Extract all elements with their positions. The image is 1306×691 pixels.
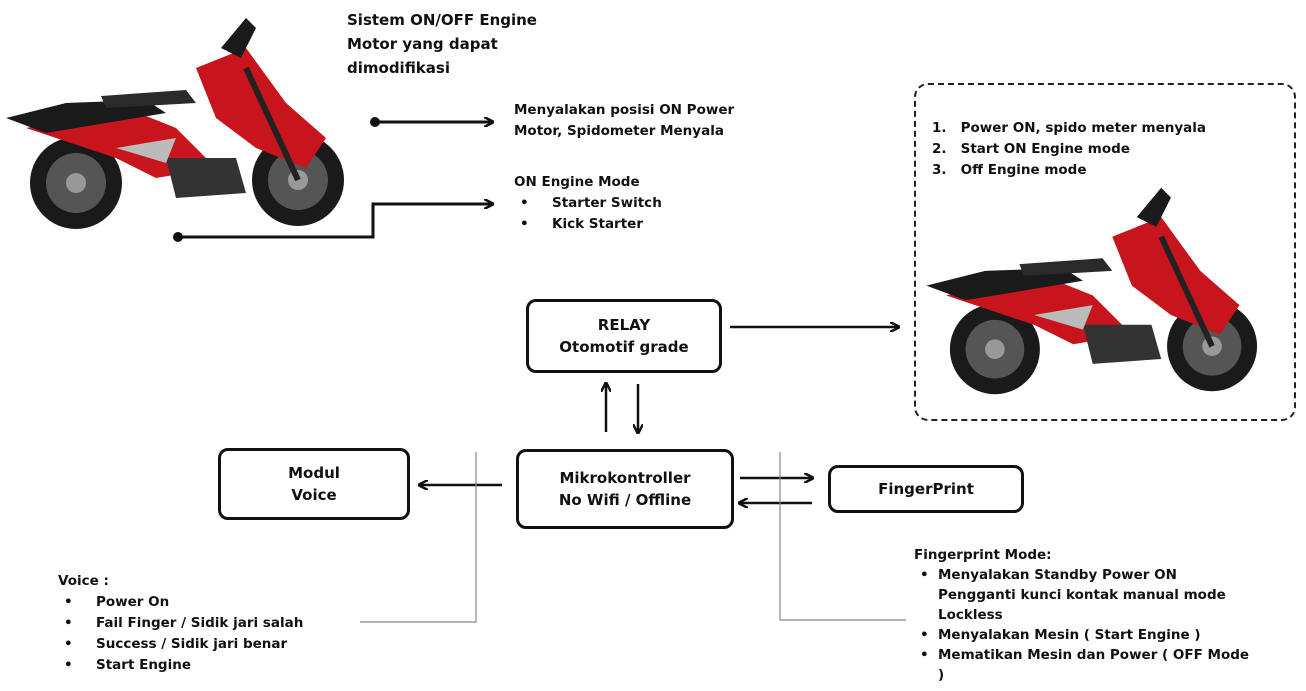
voice-block: Modul Voice [218, 448, 410, 520]
fingerprint-list-title: Fingerprint Mode: [914, 547, 1052, 563]
top-heading-line: Motor yang dapat [347, 35, 498, 53]
power-note-line: Menyalakan posisi ON Power [514, 102, 735, 118]
engine-mode-item: Starter Switch [514, 193, 662, 214]
voice-sublabel: Voice [291, 486, 337, 504]
voice-list-item: Fail Finger / Sidik jari salah [58, 613, 303, 634]
voice-list-item: Success / Sidik jari benar [58, 634, 303, 655]
relay-sublabel: Otomotif grade [559, 338, 689, 356]
top-heading: Sistem ON/OFF Engine Motor yang dapat di… [347, 8, 537, 80]
voice-label: Modul [288, 464, 340, 482]
mcu-sublabel: No Wifi / Offline [558, 491, 692, 509]
voice-list: Voice : Power On Fail Finger / Sidik jar… [58, 571, 303, 676]
top-heading-line: dimodifikasi [347, 59, 450, 77]
result-panel-list: 1. Power ON, spido meter menyala 2. Star… [932, 118, 1206, 181]
engine-mode-title: ON Engine Mode [514, 174, 640, 190]
result-item: 1. Power ON, spido meter menyala [932, 120, 1207, 136]
power-note-line: Motor, Spidometer Menyala [514, 123, 724, 139]
fingerprint-list: Fingerprint Mode: Menyalakan Standby Pow… [914, 545, 1259, 685]
motorcycle-image-right [926, 187, 1258, 395]
engine-mode-item: Kick Starter [514, 214, 662, 235]
voice-list-item: Start Engine [58, 655, 303, 676]
fingerprint-label: FingerPrint [878, 480, 974, 498]
engine-mode: ON Engine Mode Starter Switch Kick Start… [514, 172, 662, 235]
voice-list-item: Power On [58, 592, 303, 613]
relay-block: RELAY Otomotif grade [526, 299, 722, 373]
top-heading-line: Sistem ON/OFF Engine [347, 11, 537, 29]
arrow-to-engine-mode [178, 204, 492, 239]
voice-callout-line [360, 452, 477, 623]
fingerprint-block: FingerPrint [828, 465, 1024, 513]
result-item: 3. Off Engine mode [932, 162, 1087, 178]
fingerprint-list-item: Menyalakan Standby Power ON Pengganti ku… [914, 565, 1259, 625]
result-panel [914, 83, 1296, 421]
motorcycle-image-left [6, 18, 344, 229]
power-note: Menyalakan posisi ON Power Motor, Spidom… [514, 100, 734, 142]
fingerprint-list-item: Menyalakan Mesin ( Start Engine ) [914, 625, 1259, 645]
mcu-label: Mikrokontroller [559, 469, 691, 487]
voice-list-title: Voice : [58, 573, 109, 589]
fingerprint-callout-line [779, 452, 906, 621]
fingerprint-list-item: Mematikan Mesin dan Power ( OFF Mode ) [914, 645, 1259, 685]
mcu-block: Mikrokontroller No Wifi / Offline [516, 449, 734, 529]
relay-label: RELAY [597, 316, 651, 334]
result-item: 2. Start ON Engine mode [932, 141, 1130, 157]
